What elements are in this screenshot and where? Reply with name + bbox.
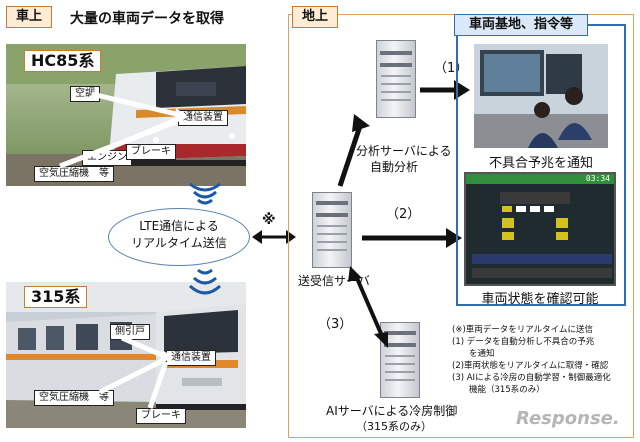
ai-server-line1: AIサーバによる冷房制御 [326,404,458,418]
hc85-label-comm: 通信装置 [178,110,228,126]
hc85-label-compressor: 空気圧縮機 等 [34,166,114,182]
notes-block: (※)車両データをリアルタイムに送信 (1) データを自動分析し不具合の予兆 を… [452,324,632,396]
note-line: (2)車両状態をリアルタイムに取得・確認 [452,361,609,371]
monitor-time: 03:34 [585,174,610,183]
onboard-heading: 大量の車両データを取得 [70,11,224,27]
gateway-server-icon [312,192,352,268]
hc85-label-aircon: 空調 [70,86,100,102]
onboard-tag: 車上 [6,6,52,28]
step1-label: （1） [434,61,469,76]
note-line: 機能（315系のみ） [452,385,545,395]
watermark: Response. [516,408,620,429]
flow-arrows [337,80,470,348]
note-line: を通知 [452,349,495,359]
step2-label: （2） [386,207,421,222]
note-line: (※)車両データをリアルタイムに送信 [452,325,594,335]
analysis-server-line1: 分析サーバによる [356,144,452,158]
note-line: (1) データを自動分析し不具合の予兆 [452,337,595,347]
monitor-screen: 03:34 [464,172,616,286]
analysis-server-line2: 自動分析 [370,160,419,174]
note-mark: ※ [262,212,276,228]
lte-ellipse [108,208,250,266]
note-line: (3) AIによる冷房の自動学習・制御最適化 [452,373,611,383]
depot-tag: 車両基地、指令等 [454,14,588,36]
hc85-title: HC85系 [24,50,102,72]
depot-caption1: 不具合予兆を通知 [488,156,593,171]
ground-tag: 地上 [292,6,338,28]
operators-photo [474,44,608,148]
t315-label-brake: ブレーキ [136,408,186,424]
lte-line1: LTE通信による [139,219,219,233]
watermark-text: Response. [516,408,620,429]
wireless-waves-top-icon [189,182,221,205]
hc85-pointer-arrows [59,91,188,169]
step3-label: （3） [318,317,353,332]
t315-title: 315系 [24,286,88,308]
wireless-waves-bottom-icon [188,268,222,295]
hc85-label-brake: ブレーキ [126,144,176,160]
depot-caption2: 車両状態を確認可能 [481,292,599,307]
t315-label-comm: 通信装置 [166,350,216,366]
t315-pointer-arrows [98,335,174,409]
t315-label-compressor: 空気圧縮機 等 [34,390,114,406]
lte-line2: リアルタイム送信 [131,236,227,250]
ai-server-line2: （315系のみ） [356,420,432,433]
analysis-server-icon [376,40,416,118]
